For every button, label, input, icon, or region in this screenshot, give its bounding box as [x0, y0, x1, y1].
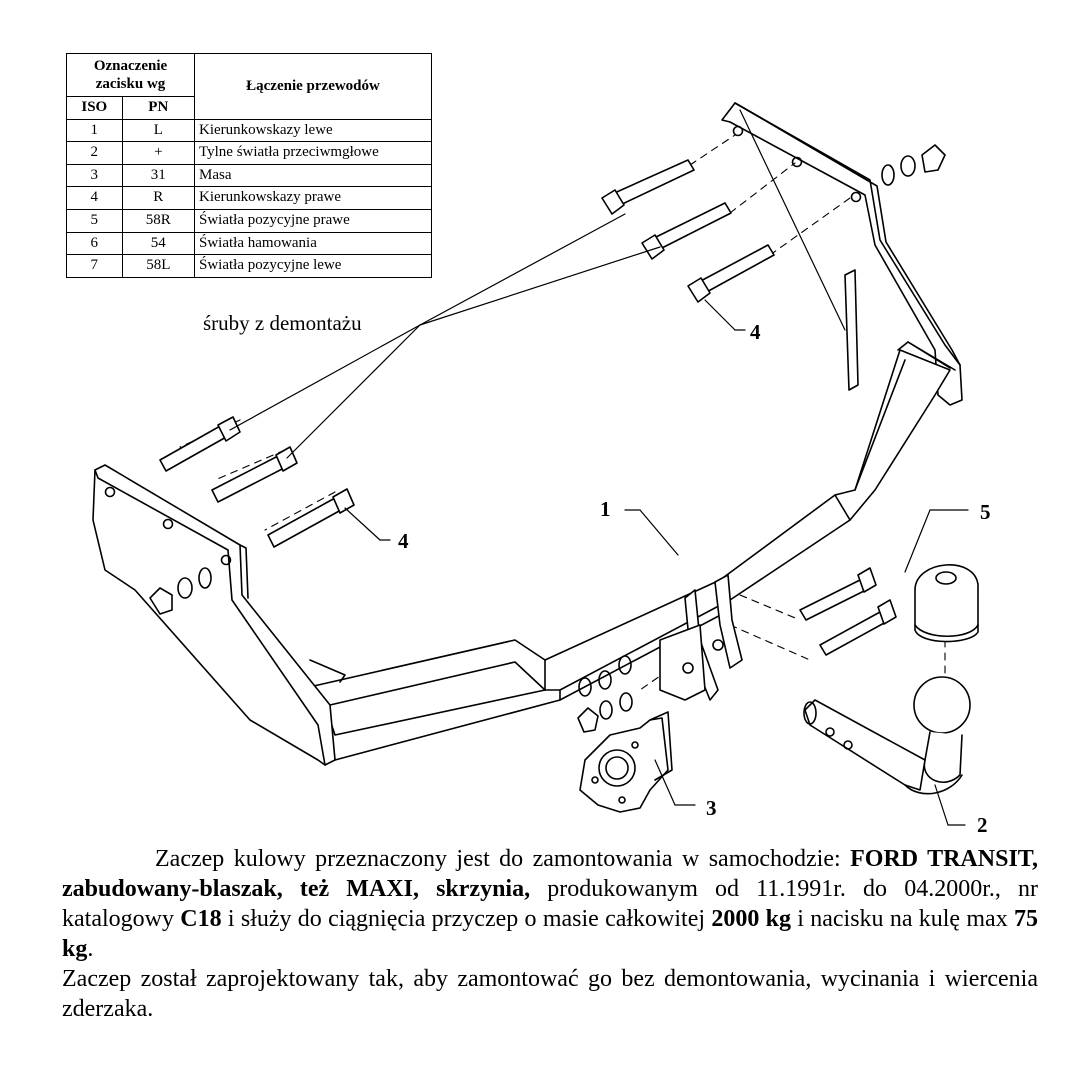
tow-ball	[803, 676, 971, 795]
connection-header: Łączenie przewodów	[194, 53, 432, 120]
wiring-table: Oznaczenie zacisku wg Łączenie przewodów…	[66, 53, 432, 278]
center-bracket	[659, 574, 743, 701]
vehicle-model: FORD TRANSIT, zabudowany-blaszak, też MA…	[62, 846, 1039, 902]
desc-cell: Tylne światła przeciwmgłowe	[194, 141, 432, 165]
table-header-row: Oznaczenie zacisku wg Łączenie przewodów	[66, 53, 432, 120]
description-text: i nacisku na kulę max	[790, 906, 1014, 932]
catalog-number: C18	[180, 906, 222, 932]
nuts-center	[577, 655, 633, 733]
bolts-from-disassembly-label: śruby z demontażu	[203, 311, 362, 335]
iso-header: ISO	[66, 96, 123, 120]
description-paragraph-2: Zaczep został zaprojektowany tak, aby za…	[62, 966, 1038, 1022]
bolts-top	[601, 159, 775, 303]
description-text: i służy do ciągnięcia przyczep o masie c…	[221, 906, 712, 932]
group-header: Oznaczenie zacisku wg	[66, 53, 195, 97]
description-text: .	[87, 936, 94, 962]
description-text: Zaczep kulowy przeznaczony jest do zamon…	[155, 846, 851, 872]
leader-lines	[229, 109, 969, 826]
pn-header: PN	[121, 96, 196, 120]
bolts-left	[159, 416, 355, 548]
product-description: Zaczep kulowy przeznaczony jest do zamon…	[62, 844, 1038, 1024]
part-5-label: 5	[980, 500, 991, 524]
desc-cell: Światła pozycyjne prawe	[194, 208, 432, 233]
table-row: 2+Tylne światła przeciwmgłowe	[66, 141, 432, 165]
ball-cap	[914, 564, 979, 643]
desc-cell: Kierunkowskazy prawe	[194, 186, 432, 210]
desc-cell: Światła hamowania	[194, 231, 432, 256]
description-paragraph-1: Zaczep kulowy przeznaczony jest do zamon…	[62, 844, 1038, 964]
trailer-mass: 2000 kg	[711, 906, 791, 932]
desc-cell: Światła pozycyjne lewe	[194, 254, 432, 278]
ball-load: 75 kg	[62, 906, 1038, 962]
main-cross-bar	[304, 341, 956, 761]
bolts-ball-mount	[799, 567, 897, 656]
nuts-washers-left	[149, 567, 212, 615]
part-4-left-label: 4	[398, 529, 409, 553]
part-1-label: 1	[600, 497, 611, 521]
socket-plate	[579, 711, 673, 813]
tow-bar-assembly-drawing	[92, 102, 979, 826]
pn-cell: 31	[121, 163, 196, 188]
part-4-top-label: 4	[750, 320, 761, 344]
left-mounting-plate	[92, 464, 346, 766]
pn-cell: 58L	[121, 254, 196, 278]
part-2-label: 2	[977, 813, 988, 837]
nuts-washers-top-right	[881, 144, 946, 186]
table-subheader-row: ISO PN	[66, 96, 432, 120]
part-3-label: 3	[706, 796, 717, 820]
description-text: produkowanym od 11.1991r. do 04.2000r., …	[62, 876, 1038, 932]
